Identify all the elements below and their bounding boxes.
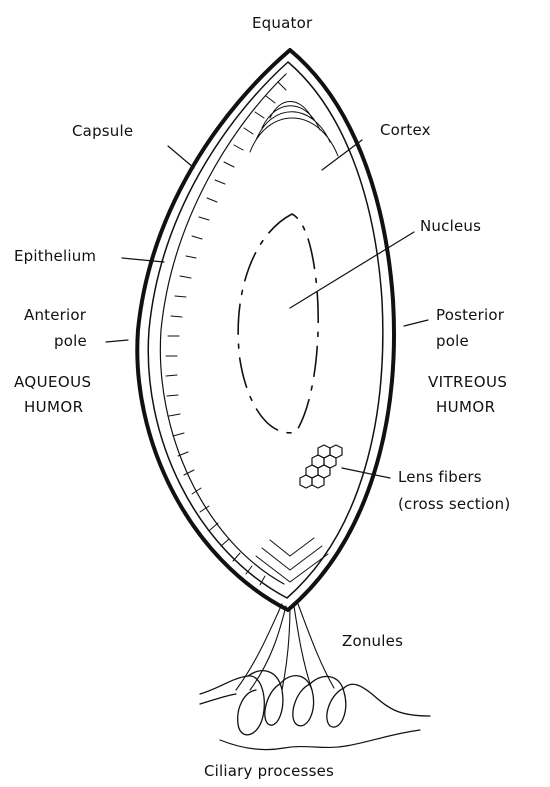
label-nucleus: Nucleus — [420, 219, 481, 234]
label-aqueous-2: HUMOR — [24, 400, 83, 415]
label-zonules: Zonules — [342, 634, 403, 649]
label-vitreous-2: HUMOR — [436, 400, 495, 415]
leader-anterior-pole — [106, 340, 128, 342]
label-anterior-pole-2: pole — [54, 334, 87, 349]
ciliary-processes — [200, 676, 264, 735]
lens-fibers-hexagons — [300, 445, 342, 488]
ciliary-base-line — [220, 730, 420, 750]
nucleus-outline — [238, 214, 318, 433]
label-capsule: Capsule — [72, 124, 133, 139]
leader-lens-fibers — [342, 468, 390, 478]
label-aqueous-1: AQUEOUS — [14, 375, 91, 390]
label-ciliary-processes: Ciliary processes — [204, 764, 334, 779]
fiber-arcs-top — [250, 102, 338, 157]
ciliary-process-loops — [248, 671, 430, 727]
label-lens-fibers-2: (cross section) — [398, 497, 510, 512]
label-epithelium: Epithelium — [14, 249, 96, 264]
leader-epithelium — [122, 258, 164, 262]
label-lens-fibers-1: Lens fibers — [398, 470, 482, 485]
lens-capsule-inner — [148, 62, 383, 598]
label-vitreous-1: VITREOUS — [428, 375, 507, 390]
label-posterior-pole-2: pole — [436, 334, 469, 349]
leader-posterior-pole — [404, 320, 428, 326]
leader-capsule — [168, 146, 194, 168]
epithelium-inner-line — [160, 74, 286, 584]
label-anterior-pole-1: Anterior — [24, 308, 86, 323]
label-posterior-pole-1: Posterior — [436, 308, 504, 323]
fiber-v-bottom — [256, 538, 328, 582]
label-equator: Equator — [252, 16, 312, 31]
label-cortex: Cortex — [380, 123, 431, 138]
lens-capsule-outline — [137, 50, 394, 610]
